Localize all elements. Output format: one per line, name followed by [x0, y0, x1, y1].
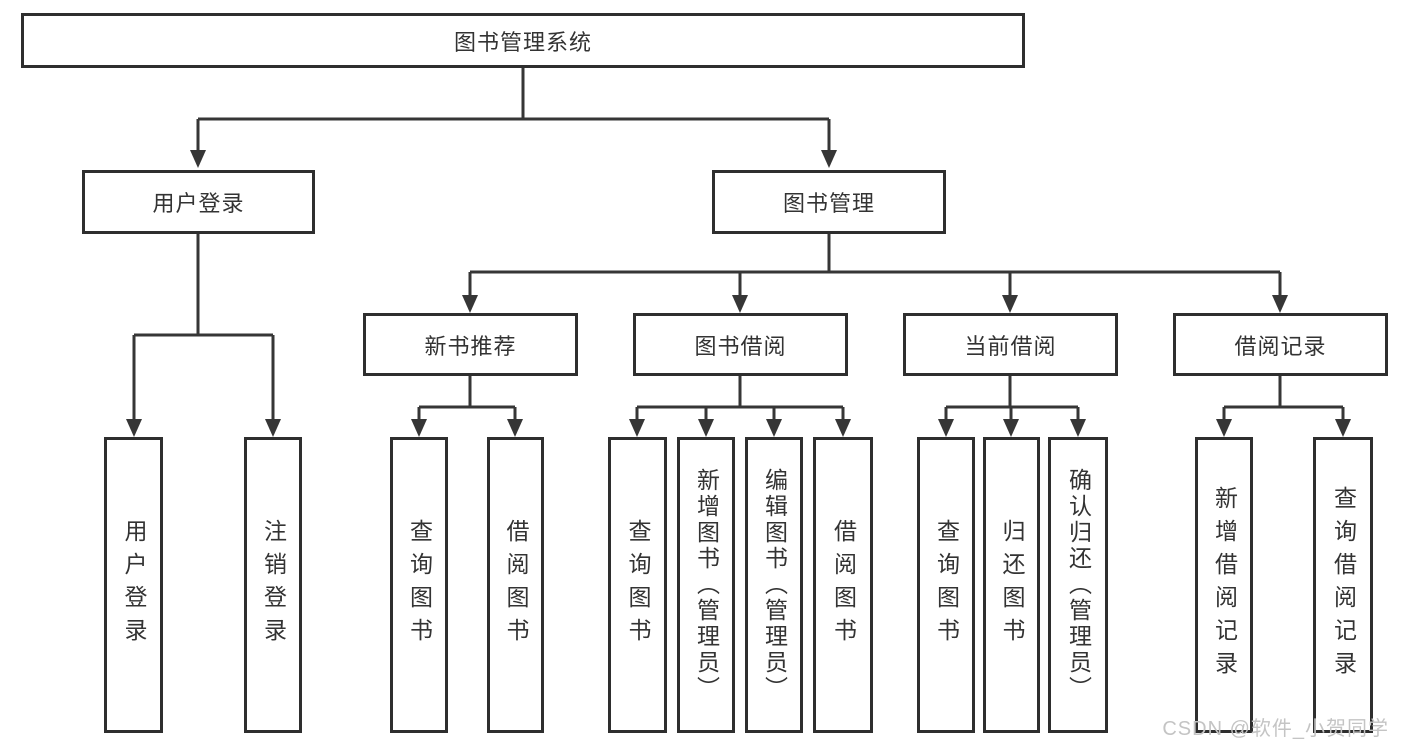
leaf-newbook-query-books-label: 查询图书	[406, 519, 433, 651]
leaf-records-add-record: 新增借阅记录	[1195, 437, 1253, 733]
leaf-borrow-query-books: 查询图书	[608, 437, 667, 733]
node-new-book-recommend: 新书推荐	[363, 313, 578, 376]
leaf-borrow-edit-books-admin-label: 编辑图书（管理员）	[761, 468, 788, 702]
node-book-borrow-label: 图书借阅	[694, 333, 787, 359]
leaf-logout: 注销登录	[244, 437, 302, 733]
node-borrow-records: 借阅记录	[1173, 313, 1388, 376]
watermark: CSDN @软件_小贺同学	[1162, 718, 1389, 740]
leaf-current-confirm-return-admin-label: 确认归还（管理员）	[1065, 468, 1092, 702]
leaf-records-query-record-label: 查询借阅记录	[1330, 486, 1357, 684]
leaf-newbook-query-books: 查询图书	[390, 437, 448, 733]
leaf-borrow-edit-books-admin: 编辑图书（管理员）	[745, 437, 803, 733]
leaf-newbook-borrow-books: 借阅图书	[487, 437, 544, 733]
leaf-current-query-books: 查询图书	[917, 437, 975, 733]
leaf-current-return-books: 归还图书	[983, 437, 1040, 733]
leaf-borrow-borrow-books-label: 借阅图书	[830, 519, 857, 651]
leaf-records-add-record-label: 新增借阅记录	[1211, 486, 1238, 684]
leaf-records-query-record: 查询借阅记录	[1313, 437, 1373, 733]
leaf-current-query-books-label: 查询图书	[933, 519, 960, 651]
node-book-borrow: 图书借阅	[633, 313, 848, 376]
node-book-management: 图书管理	[712, 170, 946, 234]
leaf-borrow-query-books-label: 查询图书	[625, 519, 651, 651]
node-book-management-label: 图书管理	[782, 191, 875, 216]
node-current-borrow: 当前借阅	[903, 313, 1118, 376]
node-root: 图书管理系统	[21, 13, 1025, 68]
node-new-book-recommend-label: 新书推荐	[424, 333, 517, 359]
leaf-current-confirm-return-admin: 确认归还（管理员）	[1048, 437, 1108, 733]
leaf-borrow-add-books-admin: 新增图书（管理员）	[677, 437, 735, 733]
node-user-login-label: 用户登录	[152, 191, 245, 216]
node-root-label: 图书管理系统	[453, 29, 592, 55]
leaf-borrow-borrow-books: 借阅图书	[813, 437, 873, 733]
leaf-borrow-add-books-admin-label: 新增图书（管理员）	[693, 468, 720, 702]
node-borrow-records-label: 借阅记录	[1234, 333, 1327, 359]
node-current-borrow-label: 当前借阅	[964, 333, 1057, 359]
leaf-current-return-books-label: 归还图书	[999, 519, 1025, 651]
leaf-newbook-borrow-books-label: 借阅图书	[503, 519, 529, 651]
leaf-user-login: 用户登录	[104, 437, 163, 733]
node-user-login: 用户登录	[82, 170, 315, 234]
leaf-user-login-label: 用户登录	[121, 519, 147, 651]
leaf-logout-label: 注销登录	[260, 519, 287, 651]
